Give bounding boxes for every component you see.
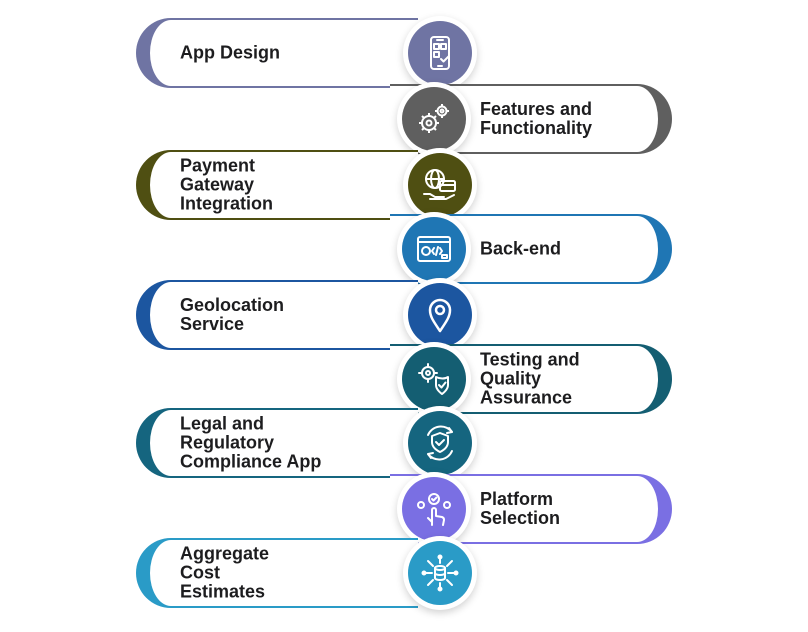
- step-app-design: App Design: [136, 18, 472, 88]
- gears-icon: [402, 87, 466, 151]
- step-label: Platform Selection: [480, 489, 561, 528]
- touch-select-icon: [402, 477, 466, 541]
- step-label: Testing and Quality Assurance: [480, 349, 580, 408]
- step-platform-selection: Platform Selection: [390, 474, 672, 544]
- step-geolocation: Geolocation Service: [136, 280, 472, 350]
- step-band: [136, 150, 418, 220]
- step-label: Aggregate Cost Estimates: [180, 543, 270, 602]
- step-band: [136, 18, 418, 88]
- step-band: [136, 408, 418, 478]
- location-pin-icon: [408, 283, 472, 347]
- mobile-app-icon: [408, 21, 472, 85]
- step-aggregate-cost: Aggregate Cost Estimates: [136, 538, 472, 608]
- step-band: [136, 538, 418, 608]
- data-network-icon: [408, 541, 472, 605]
- step-features-functionality: Features and Functionality: [390, 84, 672, 154]
- step-testing-quality: Testing and Quality Assurance: [390, 344, 672, 414]
- quality-check-icon: [402, 347, 466, 411]
- step-label: Back-end: [480, 238, 562, 259]
- payment-globe-icon: [408, 153, 472, 217]
- step-back-end: Back-end: [390, 214, 672, 284]
- step-label: Features and Functionality: [480, 99, 593, 138]
- code-window-icon: [402, 217, 466, 281]
- step-payment-gateway: Payment Gateway Integration: [136, 150, 472, 220]
- step-label: App Design: [180, 42, 281, 63]
- step-label: Geolocation Service: [180, 295, 285, 334]
- step-label: Legal and Regulatory Compliance App: [180, 413, 322, 472]
- step-band: [136, 280, 418, 350]
- step-legal-regulatory: Legal and Regulatory Compliance App: [136, 408, 472, 478]
- step-label: Payment Gateway Integration: [180, 155, 273, 214]
- shield-check-icon: [408, 411, 472, 475]
